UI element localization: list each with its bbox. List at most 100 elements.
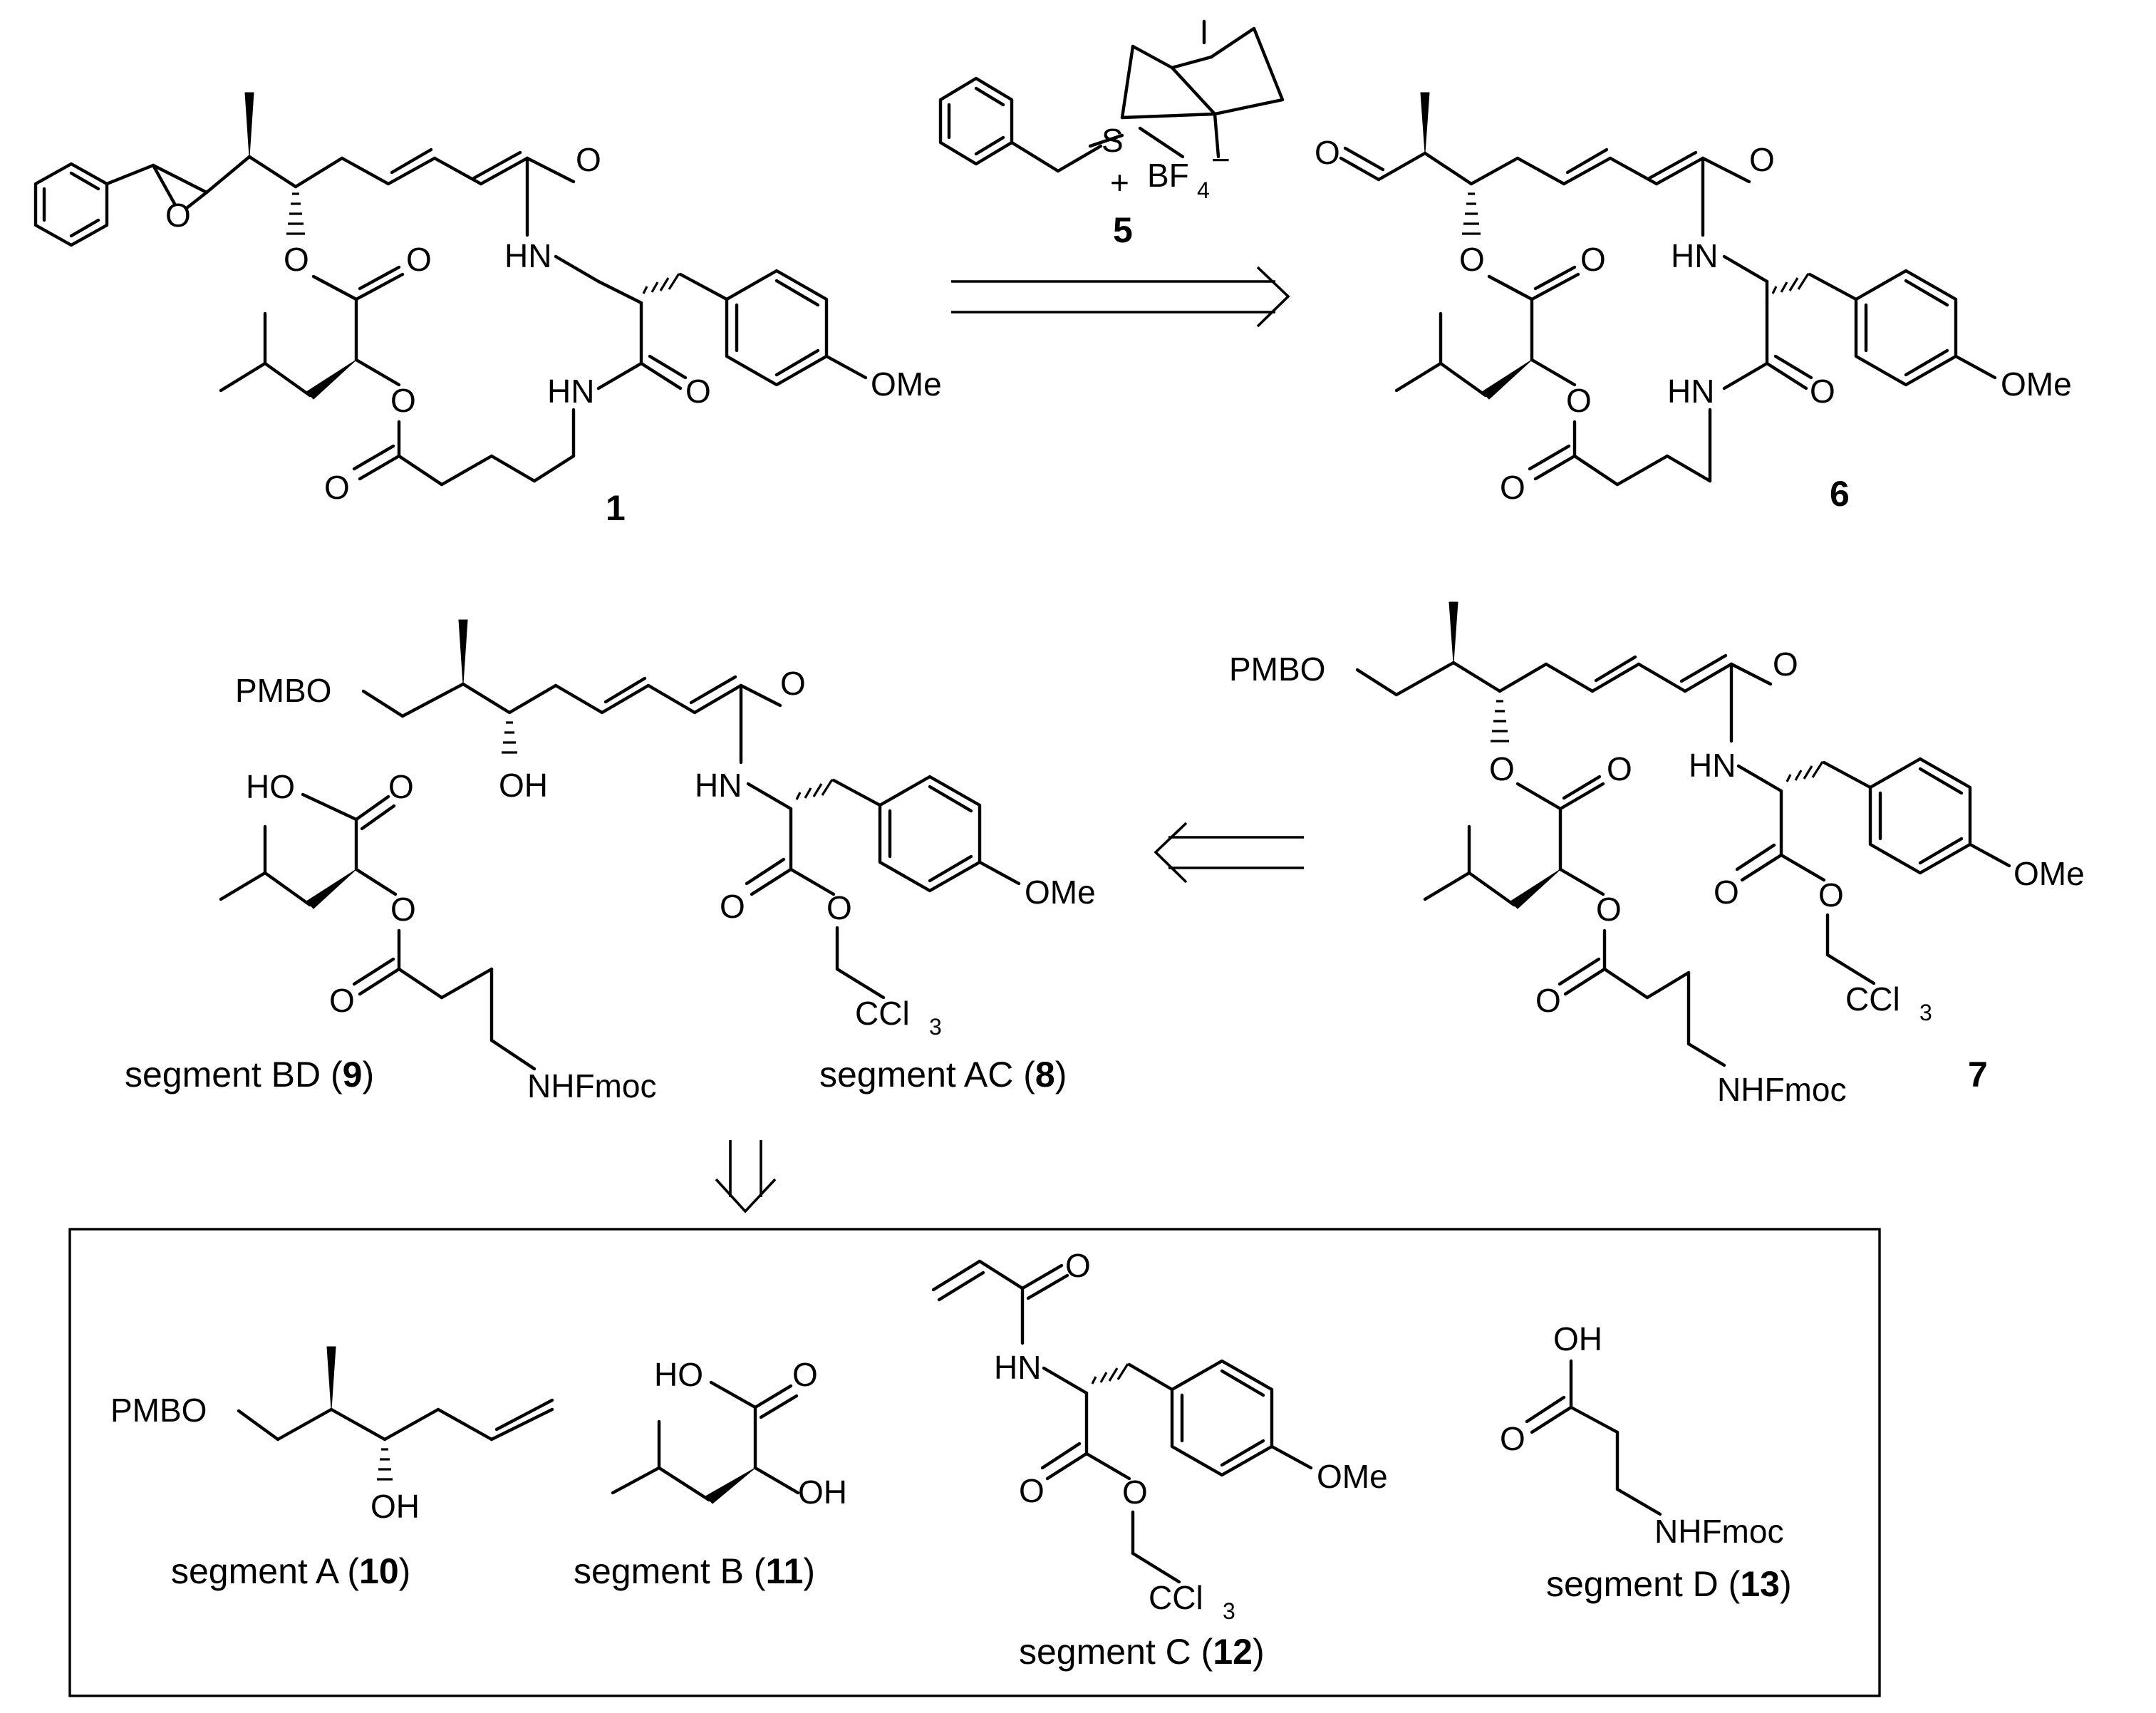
methoxyphenyl-ring-7 xyxy=(1868,757,1972,875)
retro-arrow-right xyxy=(951,266,1290,328)
compound-9: PMBO OH O HN xyxy=(125,619,1096,1104)
acid-carbonyl-o-9: O xyxy=(388,768,414,805)
caption-8: segment AC (8) xyxy=(819,1055,1067,1094)
oh-10: OH xyxy=(370,1488,420,1525)
caption-11: segment B (11) xyxy=(574,1551,815,1591)
hash-bond-9 xyxy=(502,721,517,754)
compound-10: PMBO OH segment A (10) xyxy=(110,1346,554,1591)
ester-carbonyl-o-12: O xyxy=(1019,1472,1045,1509)
carbonyl-o-6: O xyxy=(1749,141,1775,178)
ccl3-8: CCl xyxy=(855,995,910,1032)
caption-10: segment A (10) xyxy=(171,1551,410,1591)
ester-o-12: O xyxy=(1122,1474,1148,1511)
oh-11: OH xyxy=(798,1474,847,1511)
hash-bond-8 xyxy=(795,779,834,800)
hash-bond xyxy=(286,192,305,235)
ome-8: OMe xyxy=(1025,874,1096,911)
amide-hn-12: HN xyxy=(994,1349,1041,1386)
carbonyl-o-12: O xyxy=(1065,1247,1091,1284)
ccl3-12: CCl xyxy=(1149,1579,1203,1616)
retro-arrow-down xyxy=(715,1140,777,1213)
carbonyl-o: O xyxy=(576,141,601,178)
sulfonium-charge: + xyxy=(1110,164,1129,201)
ome: OMe xyxy=(871,366,942,403)
ester-o-8: O xyxy=(826,889,852,926)
compound-7-label: 7 xyxy=(1968,1055,1988,1094)
ester-o-7: O xyxy=(1818,876,1844,914)
ho-11: HO xyxy=(654,1356,703,1393)
amide-hn-7: HN xyxy=(1689,747,1736,784)
ho-9: HO xyxy=(246,768,295,805)
hash-bond-2 xyxy=(642,273,680,294)
retro-arrow-left xyxy=(1154,822,1304,884)
epoxide-o: O xyxy=(165,197,191,234)
acid-carbonyl-o-11: O xyxy=(792,1356,818,1393)
hash-bond-10 xyxy=(377,1448,393,1481)
methoxyphenyl-ring-8 xyxy=(878,775,982,893)
ester-o-6: O xyxy=(1459,241,1485,278)
counterion-bf: BF xyxy=(1147,157,1189,194)
nhfmoc-13: NHFmoc xyxy=(1654,1513,1783,1550)
ccl3-7: CCl xyxy=(1845,980,1900,1018)
ester-o-2: O xyxy=(390,382,416,419)
pmbo-10: PMBO xyxy=(110,1392,207,1429)
compound-1-label: 1 xyxy=(606,488,626,528)
ester-carbonyl-o-6: O xyxy=(1580,241,1606,278)
ester-o: O xyxy=(284,241,309,278)
hash-bond-6b xyxy=(1771,273,1810,294)
ester-carbonyl-o: O xyxy=(406,241,432,278)
ester-carbonyl-o-7b: O xyxy=(1607,750,1632,787)
caption-12: segment C (12) xyxy=(1019,1632,1265,1672)
ome-6: OMe xyxy=(2001,366,2072,403)
caption-13: segment D (13) xyxy=(1546,1564,1792,1604)
counterion-sub: 4 xyxy=(1197,177,1210,203)
ester-carbonyl-o-6b: O xyxy=(1500,469,1525,506)
oh-9: OH xyxy=(499,767,548,804)
hash-bond-12 xyxy=(1091,1363,1129,1385)
nhfmoc-9: NHFmoc xyxy=(527,1067,656,1104)
carbonyl-o-8: O xyxy=(780,665,806,702)
compound-6-label: 6 xyxy=(1830,474,1850,514)
amide-carbonyl-o-6: O xyxy=(1810,373,1835,410)
benzyl-ring xyxy=(938,76,1014,166)
oh-13: OH xyxy=(1553,1320,1602,1357)
ester-carbonyl-o-7: O xyxy=(1714,874,1739,911)
amine-hn-6: HN xyxy=(1667,373,1714,410)
pmbo-9: PMBO xyxy=(235,672,331,709)
amide-hn: HN xyxy=(504,237,551,274)
hash-bond-7b xyxy=(1786,761,1824,782)
caption-9: segment BD (9) xyxy=(125,1055,374,1094)
compound-6: O O HN O O O xyxy=(1315,92,2072,514)
ccl3-sub-8: 3 xyxy=(929,1014,942,1040)
compound-12: O HN OMe O O CCl 3 segment C (12) xyxy=(931,1247,1388,1672)
compound-13: OH O NHFmoc segment D (13) xyxy=(1500,1320,1792,1604)
compound-5-label: 5 xyxy=(1113,210,1133,250)
ester-o-7b: O xyxy=(1489,750,1515,787)
ester-carbonyl-o-8: O xyxy=(720,888,745,925)
ester-carbonyl-o-7c: O xyxy=(1535,982,1561,1019)
methoxyphenyl-ring-12 xyxy=(1170,1359,1274,1477)
pmbo-7: PMBO xyxy=(1229,651,1325,688)
hash-bond-7 xyxy=(1491,700,1509,742)
compound-7: PMBO O HN xyxy=(1229,601,2085,1108)
acid-carbonyl-o-13: O xyxy=(1500,1420,1525,1457)
ome-7: OMe xyxy=(2014,855,2085,892)
aldehyde-o: O xyxy=(1315,134,1340,171)
carbonyl-o-7: O xyxy=(1773,646,1798,683)
amine-hn: HN xyxy=(547,373,594,410)
ester-carbonyl-o-9: O xyxy=(329,982,355,1019)
ome-12: OMe xyxy=(1317,1458,1388,1495)
ccl3-sub-7: 3 xyxy=(1919,1000,1932,1025)
ester-carbonyl-o-2: O xyxy=(324,469,350,506)
ccl3-sub-12: 3 xyxy=(1223,1598,1235,1624)
ester-o-6b: O xyxy=(1566,382,1592,419)
phenyl-ring xyxy=(33,162,109,247)
amide-hn-6: HN xyxy=(1671,237,1718,274)
nhfmoc-7: NHFmoc xyxy=(1717,1071,1846,1108)
compound-11: HO O OH segment B (11) xyxy=(574,1356,847,1591)
hash-bond-6 xyxy=(1462,192,1481,235)
counterion-charge: − xyxy=(1211,141,1230,178)
amide-carbonyl-o: O xyxy=(685,373,711,410)
methoxyphenyl-ring-6 xyxy=(1854,269,1958,387)
